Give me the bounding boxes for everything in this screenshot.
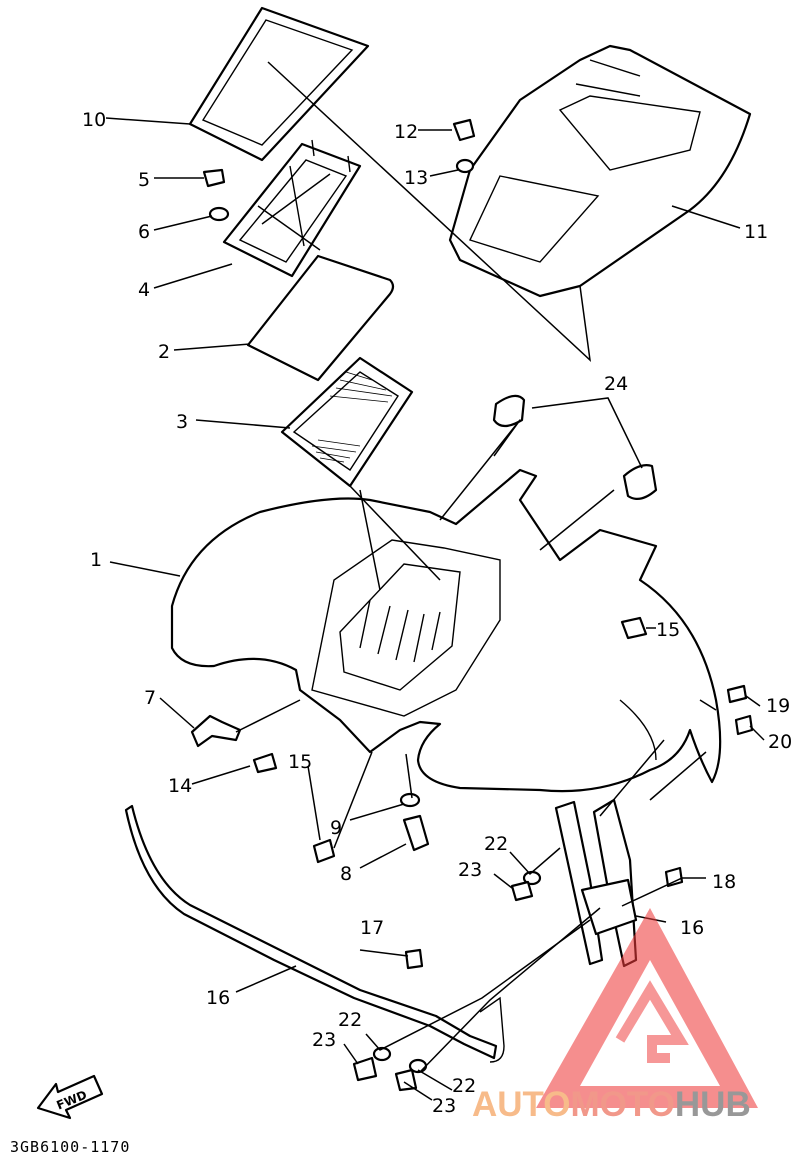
callout-11: 11 <box>744 221 768 243</box>
washer-13 <box>455 158 475 174</box>
part-10-seat-frame <box>188 6 370 162</box>
callout-21: 18 <box>712 871 736 893</box>
callout-5: 5 <box>138 169 150 191</box>
callout-labels: 10 12 5 13 6 11 4 2 24 3 1 15 7 19 20 15… <box>82 109 792 1117</box>
callout-6: 6 <box>138 221 150 243</box>
bolt-5 <box>202 168 226 188</box>
bolt-20 <box>734 714 754 736</box>
part-4-cover-frame <box>222 139 362 278</box>
callout-22-c: 22 <box>452 1075 476 1097</box>
callout-3: 3 <box>176 411 188 433</box>
diagram-code: 3GB6100-1170 <box>10 1138 131 1156</box>
bolt-19 <box>726 684 748 704</box>
callout-9: 9 <box>330 817 342 839</box>
nut-23-c <box>394 1068 418 1092</box>
clamp-9 <box>399 792 421 808</box>
callout-23-b: 23 <box>312 1029 336 1051</box>
pin-7 <box>190 714 242 748</box>
callout-19: 19 <box>766 695 790 717</box>
part-16-bracket <box>554 798 638 968</box>
bolt-21 <box>664 866 684 888</box>
callout-16: 16 <box>680 917 704 939</box>
part-24-grommet-right <box>622 464 658 501</box>
callout-4: 4 <box>138 279 150 301</box>
washer-22-b <box>372 1046 392 1062</box>
callout-18: 17 <box>360 917 384 939</box>
svg-text:AUTOMOTOHUB: AUTOMOTOHUB <box>472 1085 751 1124</box>
callout-12: 12 <box>394 121 418 143</box>
callout-23-c: 23 <box>432 1095 456 1117</box>
nut-23-a <box>510 880 534 902</box>
bolt-18 <box>404 948 424 970</box>
watermark-auto: AUTO <box>472 1085 571 1124</box>
callout-15-right: 15 <box>656 619 680 641</box>
part-3-mesh-panel <box>280 356 414 488</box>
part-11-rear-cover <box>448 44 752 298</box>
callout-23-a: 23 <box>458 859 482 881</box>
clip-14 <box>252 752 278 774</box>
tube-8 <box>402 814 430 852</box>
callout-14: 14 <box>168 775 192 797</box>
washer-6 <box>208 206 230 222</box>
callout-8: 8 <box>340 863 352 885</box>
callout-22-a: 22 <box>484 833 508 855</box>
nut-23-b <box>352 1056 378 1082</box>
callout-15-left: 15 <box>288 751 312 773</box>
watermark-triangle-logo <box>536 908 758 1108</box>
callout-22-b: 22 <box>338 1009 362 1031</box>
automotohub-watermark: AUTOMOTOHUB <box>472 908 758 1124</box>
watermark-moto: MOTO <box>571 1085 675 1124</box>
callout-2: 2 <box>158 341 170 363</box>
part-24-grommet-top <box>492 394 526 428</box>
callout-13: 13 <box>404 167 428 189</box>
callout-1: 1 <box>90 549 102 571</box>
callout-10: 10 <box>82 109 106 131</box>
part-17-stay <box>124 804 505 1063</box>
bolt-15-right <box>620 616 648 640</box>
part-1-fender <box>170 468 722 793</box>
bolt-12 <box>452 118 476 142</box>
leader-lines <box>105 61 765 1101</box>
callout-20: 20 <box>768 731 792 753</box>
bolt-15-left <box>312 838 336 864</box>
part-2-pad <box>246 254 395 382</box>
callout-24: 24 <box>604 373 628 395</box>
fwd-arrow: FWD <box>36 1074 104 1120</box>
callout-17: 16 <box>206 987 230 1009</box>
watermark-hub: HUB <box>675 1085 751 1124</box>
callout-7: 7 <box>144 687 156 709</box>
